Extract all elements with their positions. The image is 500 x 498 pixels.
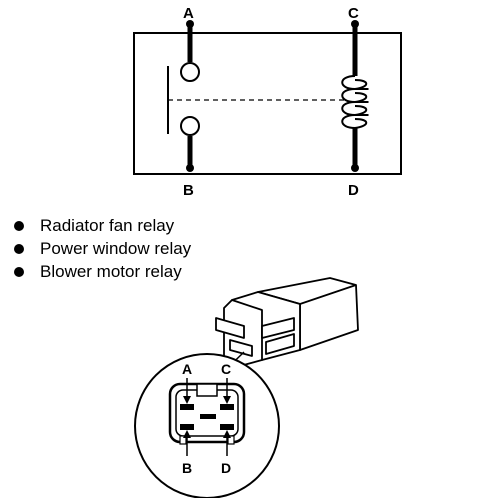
list-item-label: Power window relay [40, 239, 192, 258]
bullet-icon [14, 221, 24, 231]
switch-contact-lower [180, 116, 200, 136]
connector-key [196, 383, 218, 397]
relay-body [215, 277, 359, 367]
arrowhead-b [183, 430, 191, 438]
schematic-frame [133, 32, 402, 175]
relay-blade-lower-left [229, 339, 253, 357]
terminal-c-label: C [348, 5, 359, 22]
switch-contact-upper [180, 62, 200, 82]
pin-c-label: C [221, 361, 231, 377]
list-item: Power window relay [12, 237, 191, 260]
arrowhead-d [223, 430, 231, 438]
pin-b-label: B [182, 460, 192, 476]
connector-tab-left [179, 435, 187, 445]
relay-blade-upper-left [215, 317, 245, 339]
terminal-b-dot [186, 164, 194, 172]
pin-a-label: A [182, 361, 192, 377]
arrowhead-a [183, 396, 191, 404]
relay-blade-upper-right [261, 317, 295, 339]
center-pin [200, 414, 216, 419]
list-item-label: Blower motor relay [40, 262, 182, 281]
terminal-a-dot [186, 20, 194, 28]
list-item: Radiator fan relay [12, 214, 191, 237]
pin-d [220, 424, 234, 430]
relay-schematic [133, 20, 402, 175]
terminal-b-label: B [183, 182, 194, 199]
connector-tab-right [227, 435, 235, 445]
terminal-a-label: A [183, 5, 194, 22]
terminal-d-label: D [348, 182, 359, 199]
relay-coil-loops [354, 79, 368, 129]
relay-blade-lower-right [265, 333, 295, 355]
relay-type-list: Radiator fan relay Power window relay Bl… [12, 214, 191, 283]
connector-zoom [134, 353, 280, 498]
list-item: Blower motor relay [12, 260, 191, 283]
terminal-d-dot [351, 164, 359, 172]
bullet-icon [14, 244, 24, 254]
terminal-c-dot [351, 20, 359, 28]
pin-d-label: D [221, 460, 231, 476]
arrowhead-c [223, 396, 231, 404]
pin-b [180, 424, 194, 430]
list-item-label: Radiator fan relay [40, 216, 175, 235]
pin-a [180, 404, 194, 410]
pin-c [220, 404, 234, 410]
bullet-icon [14, 267, 24, 277]
